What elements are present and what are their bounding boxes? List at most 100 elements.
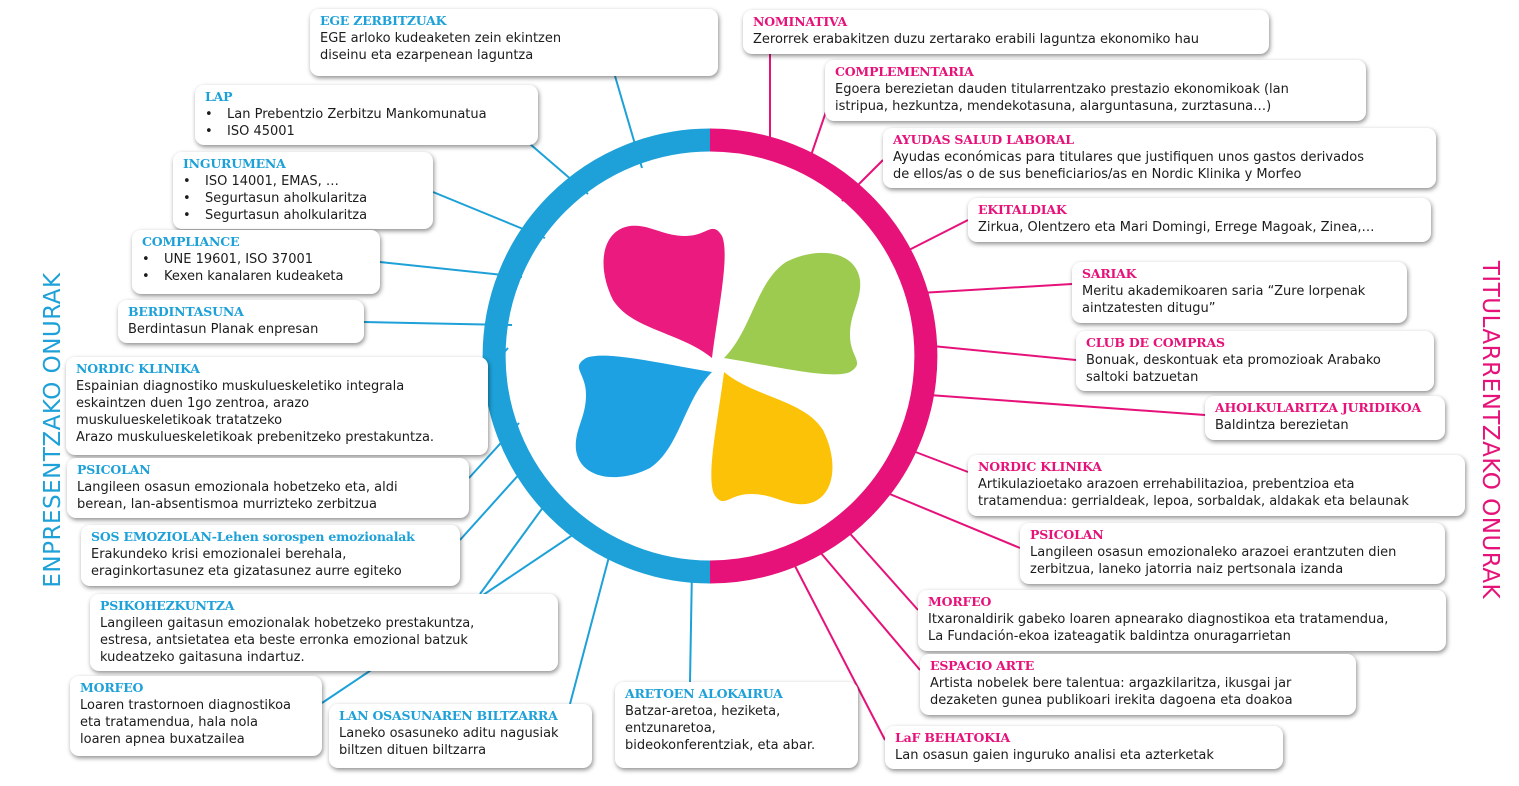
benefit-text-line: biltzen dituen biltzarra xyxy=(339,743,487,758)
logo-flower xyxy=(575,225,861,505)
right-benefit-laf-behatokia: LaF BEHATOKIA Lan osasun gaien inguruko a… xyxy=(885,726,1283,769)
benefit-text-line: Baldintza berezietan xyxy=(1215,418,1349,433)
right-ring-arc xyxy=(709,128,938,584)
benefit-text-line: Laneko osasuneko aditu nagusiak xyxy=(339,726,559,741)
right-benefit-ayudas-salud-laboral: AYUDAS SALUD LABORAL Ayudas económicas pa… xyxy=(883,128,1436,188)
benefit-text-line: tratamendua: gerrialdeak, lepoa, sorbald… xyxy=(978,494,1409,509)
benefit-text-line: Artikulazioetako arazoen errehabilitazio… xyxy=(978,477,1355,492)
benefit-title: ARETOEN ALOKAIRUA xyxy=(625,686,783,701)
right-connector-aholkularitza-juridikoa xyxy=(914,393,1206,416)
benefit-text-line: Lan osasun gaien inguruko analisi eta az… xyxy=(895,748,1214,763)
benefit-text-line: Langileen gaitasun emozionalak hobetzeko… xyxy=(100,616,475,631)
benefit-title: EKITALDIAK xyxy=(978,202,1067,217)
benefit-bullet-list: ISO 14001, EMAS, …Segurtasun aholkularit… xyxy=(183,173,424,224)
benefit-title: NORDIC KLINIKA xyxy=(978,459,1102,474)
benefit-text-line: Berdintasun Planak enpresan xyxy=(128,322,319,337)
benefit-bullet-list: UNE 19601, ISO 37001Kexen kanalaren kude… xyxy=(142,251,371,285)
benefit-bullet-item: Segurtasun aholkularitza xyxy=(183,190,424,207)
benefit-text-line: Espainian diagnostiko muskulueskeletiko … xyxy=(76,379,405,394)
petal-green xyxy=(724,252,861,375)
right-benefit-sariak: SARIAK Meritu akademikoaren saria “Zure l… xyxy=(1072,262,1407,323)
right-connector-psicolan xyxy=(879,489,1021,549)
benefit-text-line: diseinu eta ezarpenean laguntza xyxy=(320,48,534,63)
benefit-title: COMPLEMENTARIA xyxy=(835,64,974,79)
benefit-text-line: kudeatzeko gaitasuna indartuz. xyxy=(100,650,305,665)
benefit-text-line: Meritu akademikoaren saria “Zure lorpena… xyxy=(1082,284,1366,299)
benefit-text-line: Ayudas económicas para titulares que jus… xyxy=(893,150,1365,165)
left-ring-arc xyxy=(482,128,711,584)
benefit-text-line: eta tratamendua, hala nola xyxy=(80,715,258,730)
benefit-title: LAP xyxy=(205,89,233,104)
petal-pink xyxy=(603,225,725,358)
left-connector-lan-osasunaren-biltzarra xyxy=(569,552,611,705)
benefit-text-line: Arazo muskulueskeletikoak prebenitzeko p… xyxy=(76,430,435,445)
benefit-title: LaF BEHATOKIA xyxy=(895,730,1011,745)
benefit-text-line: eskaintzen duen 1go zentroa, arazo xyxy=(76,396,310,411)
left-benefit-compliance: COMPLIANCE UNE 19601, ISO 37001Kexen kana… xyxy=(132,230,380,294)
benefit-text-line: Artista nobelek bere talentua: argazkila… xyxy=(930,676,1292,691)
benefit-title: PSICOLAN xyxy=(77,462,151,477)
benefit-text-line: Erakundeko krisi emozionalei berehala, xyxy=(91,547,347,562)
right-benefit-ekitaldiak: EKITALDIAK Zirkua, Olentzero eta Mari Dom… xyxy=(968,198,1431,242)
benefit-title: ESPACIO ARTE xyxy=(930,658,1035,673)
benefit-bullet-item: ISO 14001, EMAS, … xyxy=(183,173,424,190)
benefit-text-line: entzunaretoa, xyxy=(625,721,716,736)
benefit-text-line: Egoera berezietan dauden titularrentzako… xyxy=(835,82,1289,97)
benefit-text-line: estresa, antsietatea eta beste erronka e… xyxy=(100,633,468,648)
benefit-text-line: dezaketen gunea publikoari irekita dagoe… xyxy=(930,693,1293,708)
left-benefit-lan-osasunaren-biltzarra: LAN OSASUNAREN BILTZARRA Laneko osasuneko… xyxy=(329,704,592,768)
right-connector-ekitaldiak xyxy=(904,219,969,253)
benefit-text-line: istripua, hezkuntza, mendekotasuna, alar… xyxy=(835,99,1272,114)
benefit-text-line: eraginkortasunez eta gizatasunez aurre e… xyxy=(91,564,402,579)
benefit-title: CLUB DE COMPRAS xyxy=(1086,335,1225,350)
benefit-text-line: Zirkua, Olentzero eta Mari Domingi, Erre… xyxy=(978,220,1375,235)
benefit-title: AYUDAS SALUD LABORAL xyxy=(893,132,1074,147)
benefit-title: MORFEO xyxy=(928,594,992,609)
benefit-text-line: de ellos/as o de sus beneficiarios/as en… xyxy=(893,167,1302,182)
left-benefit-ingurumena: INGURUMENAISO 14001, EMAS, …Segurtasun a… xyxy=(173,152,433,229)
benefit-text-line: saltoki batzuetan xyxy=(1086,370,1199,385)
right-benefit-nordic-klinika: NORDIC KLINIKA Artikulazioetako arazoen e… xyxy=(968,455,1465,516)
benefit-title: SOS EMOZIOLAN-Lehen sorospen emozionalak xyxy=(91,529,415,544)
benefit-text-line: Itxaronaldirik gabeko loaren apnearako d… xyxy=(928,612,1389,627)
benefit-bullet-item: ISO 45001 xyxy=(205,123,529,140)
benefit-title: PSICOLAN xyxy=(1030,527,1104,542)
benefit-text-line: bideokonferentziak, eta abar. xyxy=(625,738,816,753)
benefit-text-line: Bonuak, deskontuak eta promozioak Arabak… xyxy=(1086,353,1381,368)
right-benefit-espacio-arte: ESPACIO ARTE Artista nobelek bere talentu… xyxy=(920,654,1356,715)
right-benefit-morfeo: MORFEO Itxaronaldirik gabeko loaren apnea… xyxy=(918,590,1446,651)
benefit-text-line: loaren apnea buxatzailea xyxy=(80,732,245,747)
right-connector-laf-behatokia xyxy=(794,565,886,741)
benefit-bullet-item: Lan Prebentzio Zerbitzu Mankomunatua xyxy=(205,106,529,123)
right-benefit-nominativa: NOMINATIVA Zerorrek erabakitzen duzu zert… xyxy=(743,10,1269,54)
benefit-title: COMPLIANCE xyxy=(142,234,240,249)
right-benefit-club-de-compras: CLUB DE COMPRAS Bonuak, deskontuak eta pr… xyxy=(1076,331,1434,391)
benefit-text-line: Zerorrek erabakitzen duzu zertarako erab… xyxy=(753,32,1200,47)
benefit-text-line: aintzatesten ditugu” xyxy=(1082,301,1216,316)
benefit-title: MORFEO xyxy=(80,680,144,695)
benefit-title: LAN OSASUNAREN BILTZARRA xyxy=(339,708,558,723)
petal-yellow xyxy=(711,372,833,505)
left-connector-aretoen-alokairua xyxy=(689,567,693,683)
benefit-title: NOMINATIVA xyxy=(753,14,848,29)
right-side-title: TITULARRENTZAKO ONURAK xyxy=(1477,260,1503,600)
left-side-title: ENPRESENTZAKO ONURAK xyxy=(40,272,66,588)
benefit-text-line: zerbitzua, laneko jatorria naiz pertsona… xyxy=(1030,562,1344,577)
right-benefit-complementaria: COMPLEMENTARIA Egoera berezietan dauden t… xyxy=(825,60,1366,121)
benefit-title: EGE ZERBITZUAK xyxy=(320,13,447,28)
benefit-text-line: berean, lan-absentismoa murrizteko zerbi… xyxy=(77,497,377,512)
benefit-title: SARIAK xyxy=(1082,266,1137,281)
right-connector-club-de-compras xyxy=(921,344,1077,361)
left-benefit-lap: LAP Lan Prebentzio Zerbitzu MankomunatuaI… xyxy=(195,85,538,145)
right-connector-sariak xyxy=(919,283,1073,294)
benefit-bullet-list: Lan Prebentzio Zerbitzu MankomunatuaISO … xyxy=(205,106,529,140)
